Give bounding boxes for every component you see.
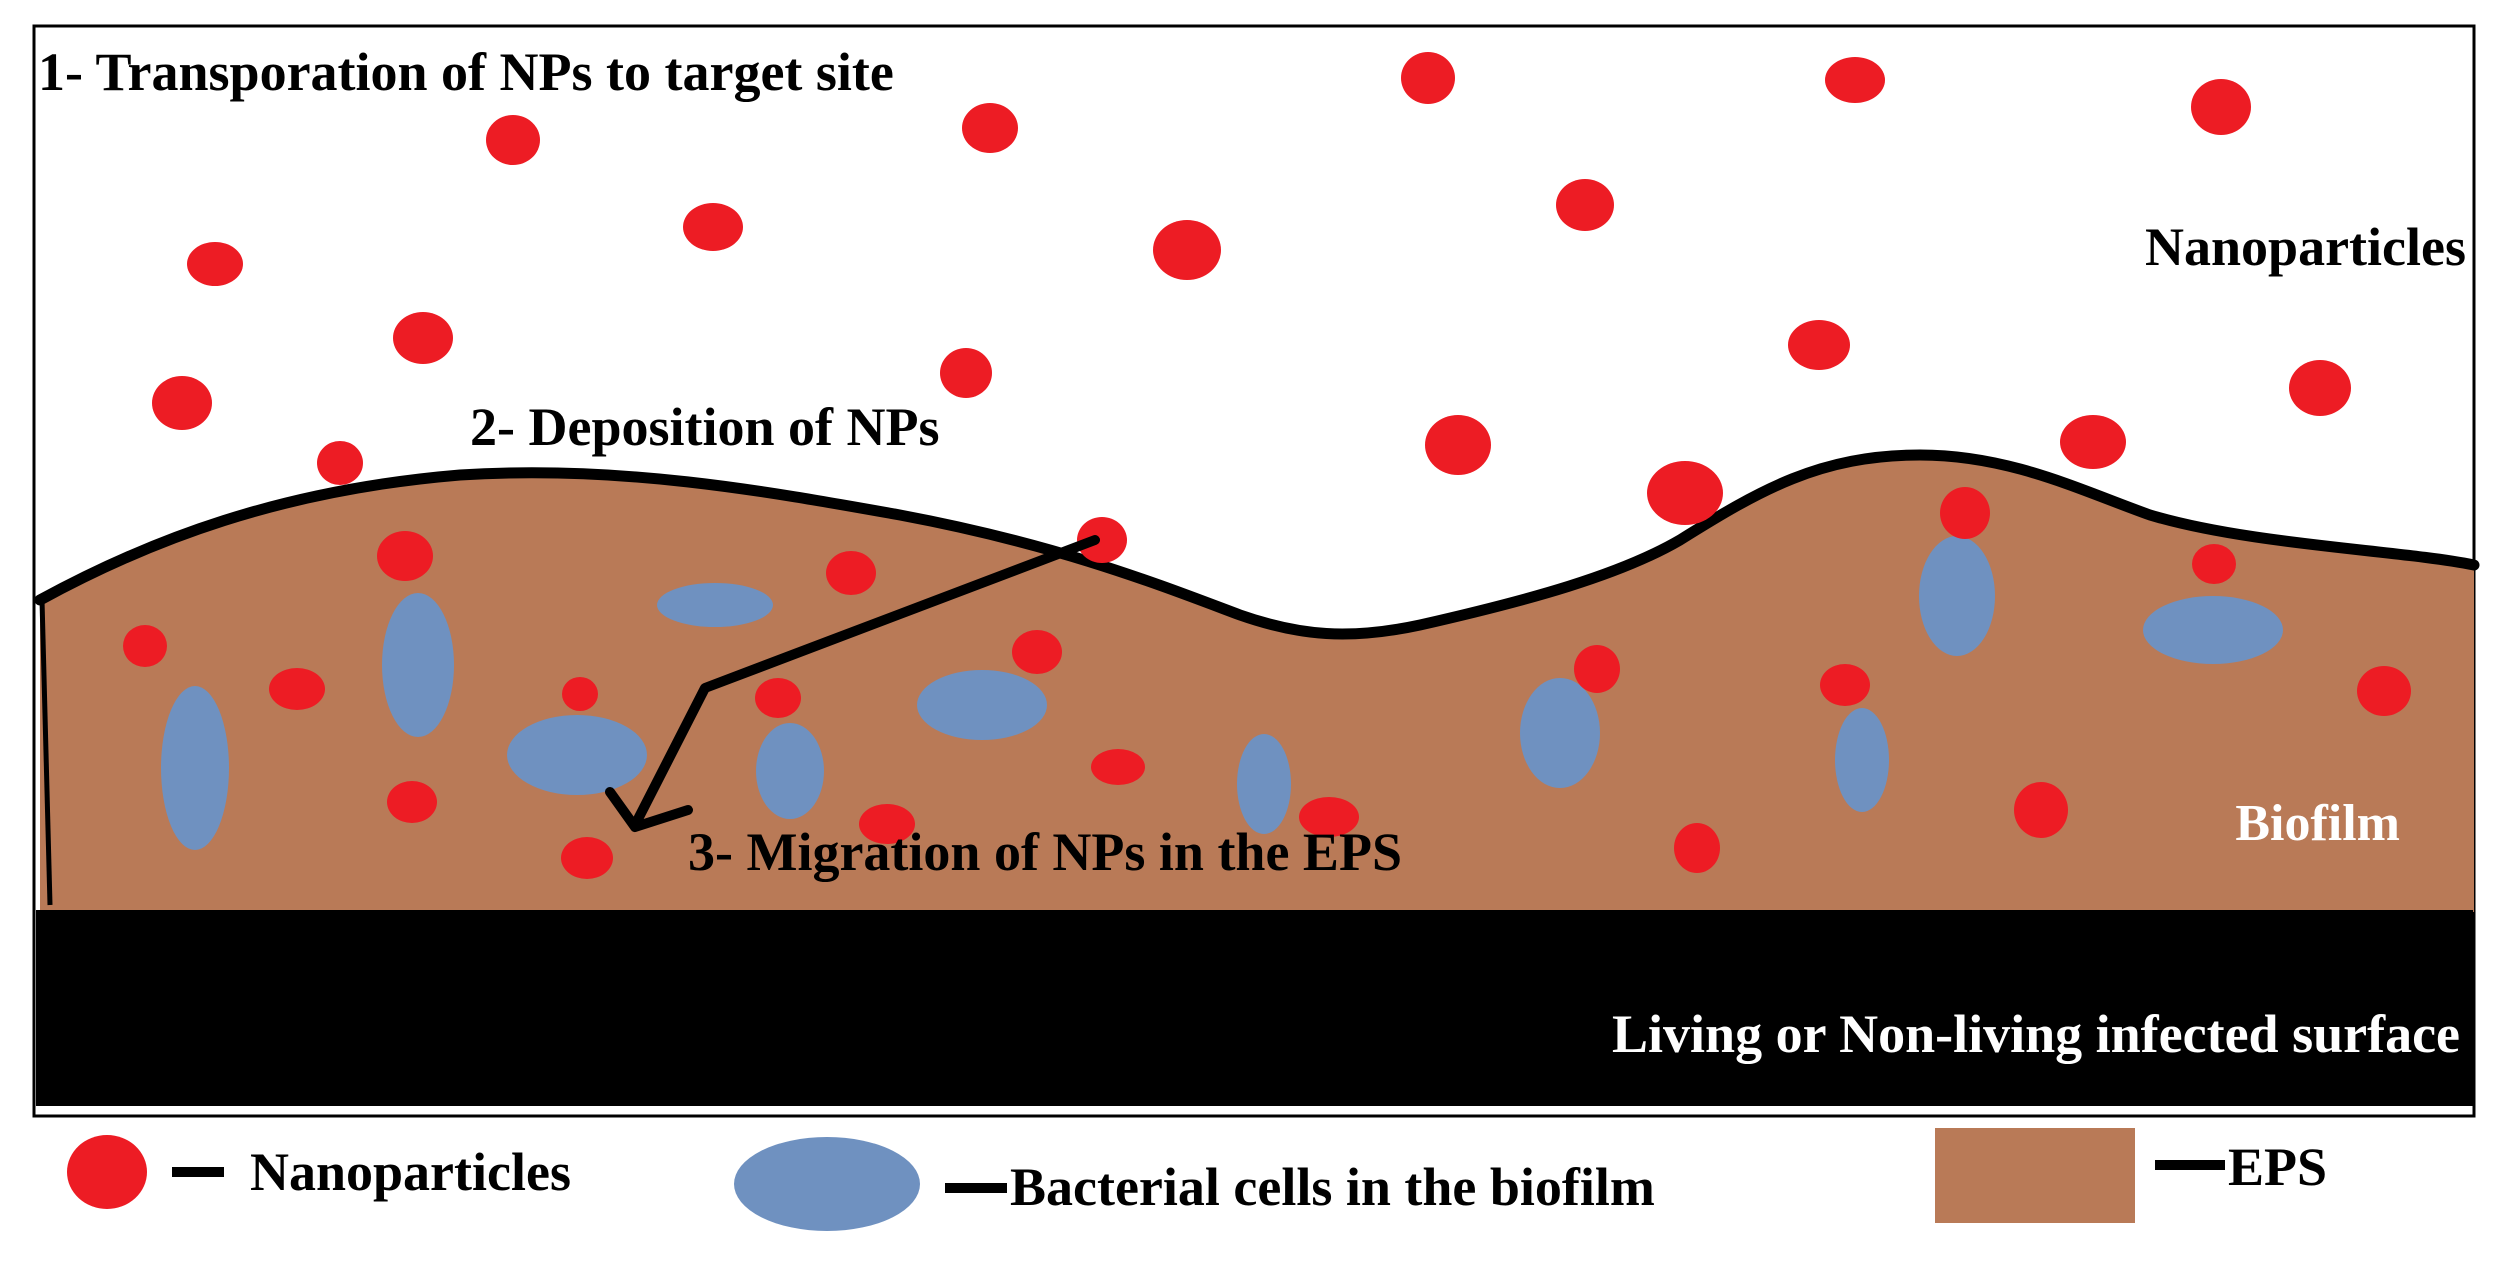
bacterial-cell — [657, 583, 773, 627]
nanoparticle — [1556, 179, 1614, 231]
infected-surface — [36, 910, 2473, 1106]
nanoparticle — [1940, 487, 1990, 539]
nanoparticle — [1077, 517, 1127, 563]
nanoparticle — [2192, 544, 2236, 584]
legend-eps-label: EPS — [2228, 1137, 2327, 1197]
nanoparticle — [826, 551, 876, 595]
nanoparticle — [187, 242, 243, 286]
step1-label: 1- Transporation of NPs to target site — [38, 42, 894, 102]
bacterial-cell — [382, 593, 454, 737]
nanoparticle — [2357, 666, 2411, 716]
nanoparticle — [1401, 52, 1455, 104]
nanoparticle — [269, 668, 325, 710]
nanoparticle — [1825, 57, 1885, 103]
nanoparticle — [2289, 360, 2351, 416]
bacterial-cell — [507, 715, 647, 795]
bacterial-cell — [756, 723, 824, 819]
legend-bacterial-cell-icon — [734, 1137, 920, 1231]
nanoparticle — [1012, 630, 1062, 674]
nanoparticle — [561, 837, 613, 879]
nanoparticle — [755, 678, 801, 718]
bacterial-cells — [161, 536, 2283, 850]
nanoparticle — [1299, 797, 1359, 837]
nanoparticle — [1674, 823, 1720, 873]
nanoparticle — [1788, 320, 1850, 370]
migration-arrow — [605, 535, 1100, 832]
legend-bacterial-cells-label: Bacterial cells in the biofilm — [1010, 1157, 1655, 1217]
legend-nanoparticles-label: Nanoparticles — [250, 1142, 571, 1202]
nanoparticle — [562, 677, 598, 711]
legend-dash — [2155, 1160, 2225, 1170]
nanoparticle — [377, 531, 433, 581]
legend-nanoparticle-icon — [67, 1135, 147, 1209]
bacterial-cell — [917, 670, 1047, 740]
nanoparticle — [859, 804, 915, 844]
legend: Nanoparticles Bacterial cells in the bio… — [67, 1128, 2327, 1231]
nanoparticle — [393, 312, 453, 364]
step3-label: 3- Migration of NPs in the EPS — [688, 822, 1402, 882]
nanoparticle — [486, 115, 540, 165]
biofilm-label: Biofilm — [2235, 795, 2400, 852]
nanoparticle — [1820, 664, 1870, 706]
nanoparticle — [1425, 415, 1491, 475]
legend-dash — [945, 1183, 1007, 1193]
biofilm-left-edge — [39, 599, 53, 906]
bacterial-cell — [161, 686, 229, 850]
bacterial-cell — [1520, 678, 1600, 788]
legend-dash — [172, 1167, 224, 1177]
nanoparticle — [387, 781, 437, 823]
nanoparticle — [940, 348, 992, 398]
nanoparticles-label: Nanoparticles — [2145, 217, 2466, 277]
nanoparticle — [2060, 415, 2126, 469]
surface-label: Living or Non-living infected surface — [1612, 1004, 2460, 1064]
nanoparticle — [2014, 782, 2068, 838]
step2-label: 2- Deposition of NPs — [470, 397, 940, 457]
nanoparticle — [1091, 749, 1145, 785]
legend-eps-swatch — [1935, 1128, 2135, 1223]
nanoparticle — [1647, 461, 1723, 525]
bacterial-cell — [1919, 536, 1995, 656]
nanoparticle — [123, 625, 167, 667]
nanoparticle — [962, 103, 1018, 153]
nanoparticle — [1153, 220, 1221, 280]
nanoparticle — [2191, 79, 2251, 135]
nanoparticles — [123, 52, 2411, 879]
bacterial-cell — [1237, 734, 1291, 834]
nanoparticle — [317, 441, 363, 485]
bacterial-cell — [2143, 596, 2283, 664]
nanoparticle — [683, 203, 743, 251]
nanoparticle — [1574, 645, 1620, 693]
bacterial-cell — [1835, 708, 1889, 812]
biofilm-boundary-line — [34, 449, 2480, 640]
nanoparticle — [152, 376, 212, 430]
